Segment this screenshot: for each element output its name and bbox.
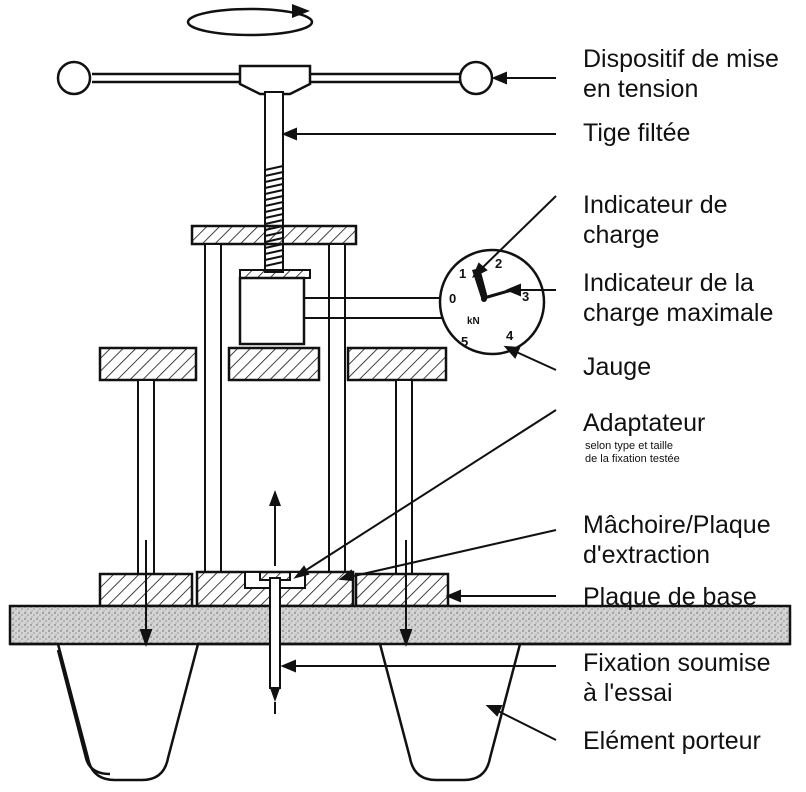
label-gauge: Jauge xyxy=(583,353,652,381)
gauge-number-4: 4 xyxy=(506,328,514,343)
leader-lines xyxy=(280,71,557,741)
label-support-element: Elément porteur xyxy=(583,727,761,755)
gauge-number-2: 2 xyxy=(495,256,502,271)
label-jaw-line1: Mâchoire/Plaque xyxy=(583,511,771,539)
label-base-plate: Plaque de base xyxy=(583,583,757,611)
label-adapter-note-line1: selon type et taille xyxy=(585,440,674,452)
load-pointer xyxy=(472,268,488,301)
middle-plates xyxy=(98,346,448,382)
tension-device xyxy=(56,60,494,96)
label-fixing-line2: à l'essai xyxy=(583,679,673,707)
max-load-pointer xyxy=(483,288,513,300)
support-profile xyxy=(10,642,790,782)
label-load-indicator-line1: Indicateur de xyxy=(583,191,728,219)
gauge-number-0: 0 xyxy=(449,291,456,306)
load-cell xyxy=(238,269,311,346)
gauge-unit: kN xyxy=(467,316,480,327)
label-tension-device-line1: Dispositif de mise xyxy=(583,45,779,73)
label-tension-device-line2: en tension xyxy=(583,75,699,103)
label-max-load-indicator-line2: charge maximale xyxy=(583,299,774,327)
label-fixing-line1: Fixation soumise xyxy=(583,649,771,677)
outer-legs xyxy=(137,379,413,575)
deck-layer xyxy=(8,604,792,646)
gauge-connection xyxy=(304,297,442,319)
top-plate xyxy=(190,224,358,246)
label-adapter-note-line2: de la fixation testée xyxy=(585,453,680,465)
gauge-number-3: 3 xyxy=(522,289,529,304)
gauge-dial: 0 1 2 3 4 5 kN xyxy=(438,248,546,356)
gauge-number-1: 1 xyxy=(459,266,466,281)
test-fixing xyxy=(269,490,281,714)
label-jaw-line2: d'extraction xyxy=(583,541,711,569)
reaction-arrows xyxy=(139,540,413,647)
label-max-load-indicator-line1: Indicateur de la xyxy=(583,269,754,297)
label-load-indicator-line2: charge xyxy=(583,221,660,249)
label-adapter: Adaptateur xyxy=(583,409,706,437)
label-threaded-rod: Tige filtée xyxy=(583,119,691,147)
rotation-arrow xyxy=(186,4,314,37)
gauge-number-5: 5 xyxy=(461,334,468,349)
